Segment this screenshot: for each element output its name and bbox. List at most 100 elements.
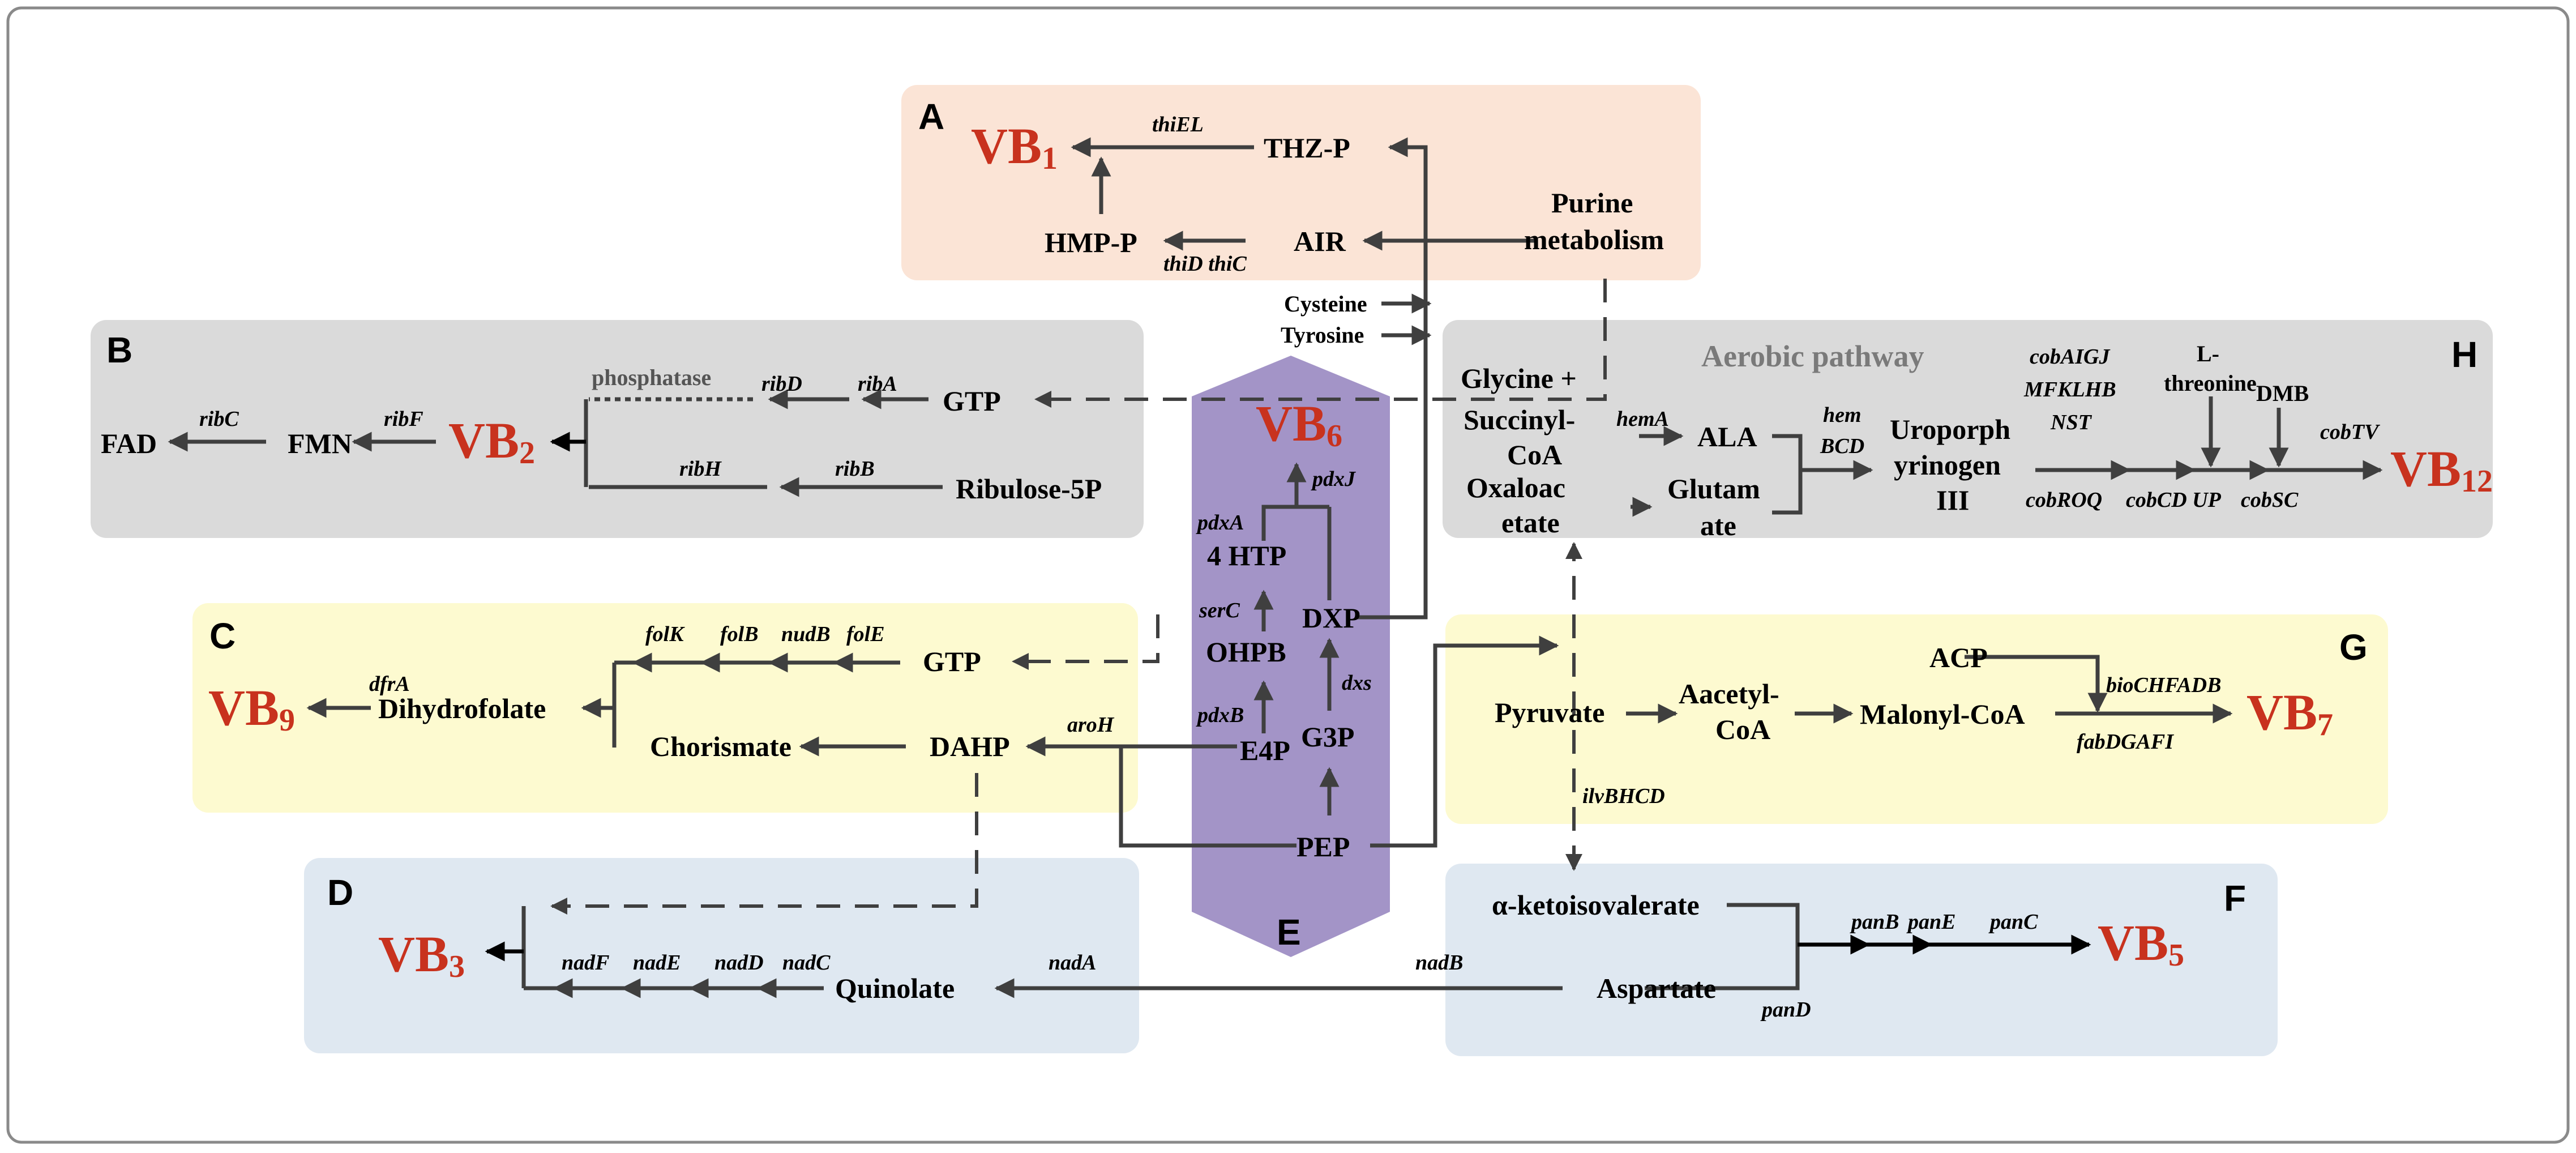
panel-g-background	[1445, 614, 2388, 824]
input-tyrosine: Tyrosine	[1281, 322, 1364, 348]
arrow-pep-to-pyruvate	[1370, 635, 1559, 848]
vitamin-vb5: VB5	[2098, 915, 2184, 973]
gene-thiEL: thiEL	[1152, 113, 1204, 136]
panel-a-background	[901, 85, 1701, 280]
metabolite-ketoisovalerate: α-ketoisovalerate	[1492, 889, 1700, 921]
vitamin-vb2: VB2	[448, 413, 535, 471]
enzyme-phosphatase: phosphatase	[592, 365, 711, 390]
metabolite-fmn: FMN	[288, 428, 352, 459]
gene-panE: panE	[1906, 910, 1955, 934]
metabolite-g3p: G3P	[1301, 721, 1354, 753]
gene-cobAIGJ: cobAIGJ	[2030, 345, 2110, 369]
metabolite-l-threonine-1: L-	[2197, 341, 2219, 366]
panel-label-a: A	[918, 96, 944, 137]
gene-nudB: nudB	[781, 622, 831, 646]
metabolite-ohpb: OHPB	[1206, 636, 1286, 668]
gene-ribD: ribD	[761, 372, 802, 396]
panel-c-background	[192, 603, 1138, 813]
metabolite-quinolate: Quinolate	[835, 972, 955, 1004]
vitamin-vb7: VB7	[2246, 685, 2333, 742]
metabolite-oxaloacetate-2: etate	[1501, 507, 1560, 539]
metabolite-oxaloacetate-1: Oxaloac	[1466, 472, 1565, 503]
metabolite-thz-p: THZ-P	[1264, 132, 1350, 164]
gene-bioCHFADB: bioCHFADB	[2106, 673, 2221, 697]
gene-ribB: ribB	[835, 457, 875, 481]
metabolite-chorismate: Chorismate	[650, 731, 791, 762]
metabolite-acetylcoa-2: CoA	[1715, 714, 1770, 745]
panel-d-background	[304, 858, 1139, 1053]
vitamin-vb3: VB3	[378, 926, 465, 984]
gene-thiD-thiC: thiD thiC	[1163, 252, 1247, 276]
gene-cobTV: cobTV	[2320, 420, 2380, 444]
gene-hemA: hemA	[1616, 407, 1669, 431]
gene-cobCDUP: cobCD UP	[2126, 488, 2222, 512]
dashed-purine-to-gtp	[1034, 279, 1607, 408]
metabolite-4htp: 4 HTP	[1207, 540, 1286, 571]
arrow-acp	[1965, 655, 2108, 713]
gene-folB: folB	[720, 622, 759, 646]
input-cysteine: Cysteine	[1284, 291, 1367, 317]
arrow-dxp-to-thzp	[1356, 137, 1428, 620]
metabolite-uroporphyrinogen-3: III	[1936, 484, 1969, 516]
arrow-pep-to-dahp	[1119, 746, 1296, 848]
metabolite-dxp: DXP	[1302, 602, 1360, 634]
pathway-arrows	[168, 137, 2383, 998]
vitamin-vb12: VB12	[2390, 441, 2493, 499]
gene-ribH: ribH	[679, 457, 722, 481]
gene-ilvBHCD: ilvBHCD	[1582, 784, 1665, 808]
vitamin-vb6: VB6	[1256, 396, 1342, 454]
metabolite-purine: Purine	[1551, 187, 1633, 219]
metabolite-air: AIR	[1294, 225, 1346, 257]
metabolite-acetylcoa-1: Aacetyl-	[1679, 678, 1779, 710]
gene-cobROQ: cobROQ	[2026, 488, 2102, 512]
gene-BCD: BCD	[1820, 434, 1864, 458]
metabolite-hmp-p: HMP-P	[1045, 227, 1137, 258]
panel-label-c: C	[209, 616, 236, 656]
metabolite-malonylcoa: Malonyl-CoA	[1860, 698, 2025, 730]
metabolite-pep: PEP	[1296, 831, 1350, 862]
gene-nadE: nadE	[633, 951, 681, 975]
gene-ribF: ribF	[384, 407, 423, 431]
panel-e-background	[1192, 356, 1390, 957]
gene-serC: serC	[1199, 599, 1240, 622]
vitamin-vb1: VB1	[971, 118, 1058, 176]
gene-nadA: nadA	[1049, 951, 1096, 975]
metabolite-gtp-c: GTP	[923, 646, 981, 677]
gene-cobSC: cobSC	[2241, 488, 2299, 512]
panel-label-f: F	[2224, 878, 2246, 919]
gene-fabDGAFI: fabDGAFI	[2077, 730, 2174, 754]
metabolite-dahp: DAHP	[930, 731, 1010, 762]
metabolite-aspartate: Aspartate	[1597, 972, 1716, 1004]
gene-NST: NST	[2050, 411, 2093, 434]
gene-nadD: nadD	[714, 951, 764, 975]
panel-label-e: E	[1277, 912, 1301, 953]
gene-nadC: nadC	[782, 951, 831, 975]
aerobic-pathway-title: Aerobic pathway	[1701, 339, 1924, 373]
dashed-4htp-to-gtp-c	[1012, 614, 1159, 670]
metabolite-gtp-b: GTP	[943, 385, 1001, 417]
metabolite-acp: ACP	[1929, 642, 1988, 673]
metabolite-glutamate-2: ate	[1700, 510, 1736, 541]
gene-panC: panC	[1988, 910, 2038, 934]
metabolite-ala: ALA	[1697, 421, 1757, 452]
metabolite-fad: FAD	[101, 428, 157, 459]
metabolite-pyruvate: Pyruvate	[1495, 697, 1604, 728]
gene-aroH: aroH	[1067, 713, 1115, 737]
gene-nadF: nadF	[562, 951, 609, 975]
metabolite-uroporphyrinogen-1: Uroporph	[1890, 413, 2010, 445]
panel-label-d: D	[327, 872, 353, 913]
gene-hem: hem	[1823, 403, 1862, 427]
metabolite-ribulose-5p: Ribulose-5P	[956, 473, 1102, 505]
metabolite-glycine: Glycine +	[1461, 362, 1577, 394]
bracket-ala-glutamate	[1772, 434, 1803, 515]
gene-dxs: dxs	[1342, 671, 1372, 695]
panel-label-g: G	[2339, 627, 2368, 668]
metabolite-e4p: E4P	[1240, 734, 1290, 766]
gene-panB: panB	[1850, 910, 1899, 934]
metabolite-uroporphyrinogen-2: yrinogen	[1894, 449, 2001, 481]
metabolite-succinyl-2: CoA	[1507, 439, 1562, 471]
panel-h-background	[1443, 320, 2493, 538]
gene-folK: folK	[645, 622, 685, 646]
bracket-vb6-left	[1261, 505, 1329, 541]
metabolite-metabolism: metabolism	[1524, 224, 1664, 255]
